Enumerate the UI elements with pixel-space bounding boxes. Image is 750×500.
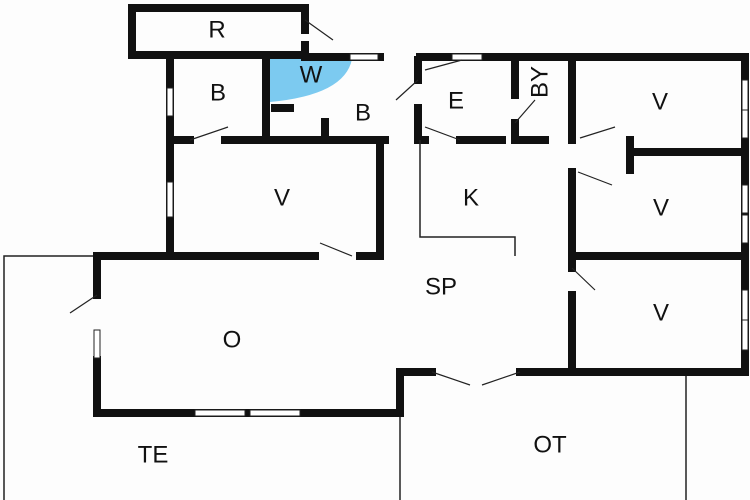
windows xyxy=(93,53,749,417)
room-label-b1: B xyxy=(210,79,226,106)
room-label-te: TE xyxy=(138,441,169,468)
room-label-k: K xyxy=(463,184,479,211)
room-label-v1: V xyxy=(652,88,668,115)
door-swings xyxy=(69,19,616,386)
outdoor-outlines xyxy=(3,255,687,500)
room-label-ot: OT xyxy=(533,431,567,458)
room-label-sp: SP xyxy=(425,273,457,300)
room-label-e: E xyxy=(448,87,464,114)
room-label-b2: B xyxy=(355,99,371,126)
room-label-by: BY xyxy=(526,66,553,98)
room-label-w: W xyxy=(300,61,323,88)
room-label-v3: V xyxy=(653,194,669,221)
kitchen-counter xyxy=(419,140,516,256)
room-label-r: R xyxy=(208,16,225,43)
washer-area xyxy=(270,59,352,102)
room-label-v2: V xyxy=(274,184,290,211)
room-label-v4: V xyxy=(653,299,669,326)
room-label-o: O xyxy=(223,326,242,353)
